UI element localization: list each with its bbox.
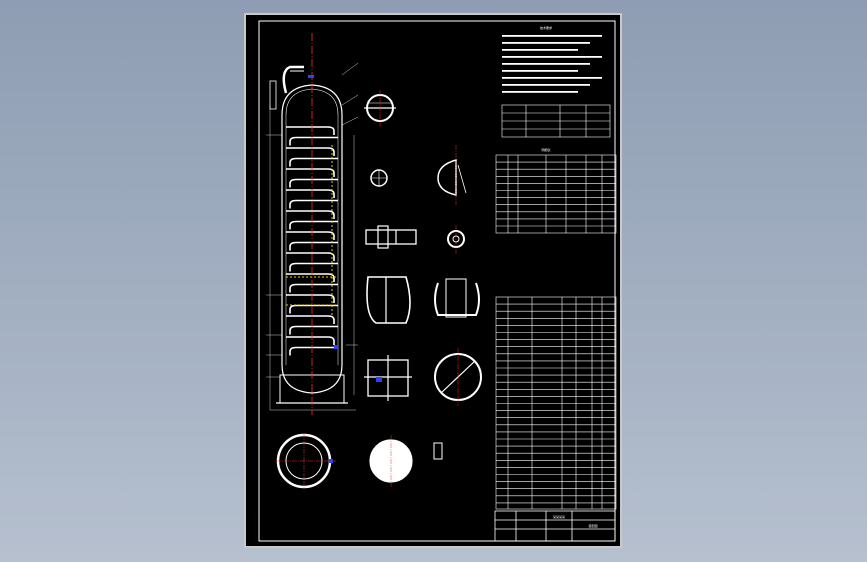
title-block-sub: 装配图 <box>588 523 597 528</box>
tray-line <box>289 283 338 293</box>
spec-table <box>501 104 611 138</box>
tray-line <box>286 336 335 345</box>
leader-lines <box>266 62 359 411</box>
tray-line <box>286 126 335 135</box>
note-line <box>502 63 590 65</box>
tray-line <box>289 325 338 335</box>
note-line <box>502 77 602 79</box>
note-line <box>502 56 602 58</box>
tray-line <box>289 220 338 230</box>
title-block <box>494 510 616 542</box>
blue-marks <box>308 75 338 349</box>
tray-line <box>289 157 338 167</box>
note-line <box>502 84 590 86</box>
tray-line <box>286 252 335 261</box>
note-line <box>502 42 590 44</box>
tray-line <box>286 147 335 156</box>
tray-line <box>289 262 338 272</box>
tray-line <box>286 210 335 219</box>
note-line <box>502 35 602 37</box>
title-block-name: 某某某某 <box>553 514 565 519</box>
tray-line <box>289 136 338 146</box>
tray-line <box>289 304 338 314</box>
table-outline <box>495 154 617 234</box>
detail-blue-marks <box>329 377 382 463</box>
tower-trays <box>286 126 338 356</box>
note-line <box>502 49 578 51</box>
bill-of-materials <box>495 296 617 510</box>
drawing-sheet[interactable]: 技术要求 明细表 某某某某 装配图 <box>244 13 622 548</box>
notes-heading: 技术要求 <box>540 25 552 30</box>
technical-notes <box>502 35 602 93</box>
inner-frame <box>258 20 616 542</box>
yellow-accents <box>286 145 338 315</box>
parts-heading: 明细表 <box>541 147 550 152</box>
tray-line <box>286 294 335 303</box>
note-line <box>502 91 578 93</box>
table-outline <box>495 296 617 510</box>
tray-line <box>286 189 335 198</box>
tray-line <box>289 178 338 188</box>
nozzle-table <box>495 154 617 234</box>
detail-centerlines <box>276 90 459 489</box>
cad-drawing: 技术要求 明细表 某某某某 装配图 <box>258 20 617 542</box>
tray-line <box>286 231 335 240</box>
tower-elevation <box>269 65 348 404</box>
detail-views <box>276 94 482 489</box>
tray-line <box>289 199 338 209</box>
tray-line <box>289 346 338 356</box>
tray-line <box>286 273 335 282</box>
note-line <box>502 70 578 72</box>
tray-line <box>286 168 335 177</box>
tray-line <box>286 315 335 324</box>
tray-line <box>289 241 338 251</box>
